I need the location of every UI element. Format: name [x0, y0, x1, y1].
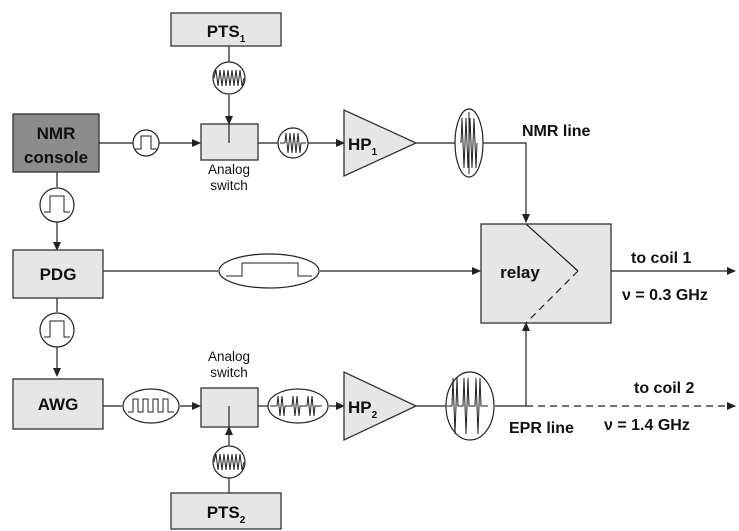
nmr-console-label-2: console	[24, 148, 88, 167]
svg-text:HP2: HP2	[348, 398, 378, 421]
rf-carrier-node-2	[212, 445, 246, 479]
analog-switch-2-label-1: Analog	[208, 349, 250, 364]
pdg-box: PDG	[12, 249, 104, 299]
to-coil-1-label: to coil 1	[631, 250, 692, 267]
analog-switch-1-label-2: switch	[210, 178, 248, 193]
rf-carrier-node-1	[212, 61, 246, 95]
nmr-line-label: NMR line	[522, 123, 591, 140]
frequency-2-label: ν = 1.4 GHz	[604, 417, 690, 434]
relay-box: relay	[480, 223, 612, 324]
long-pulse-node	[218, 253, 320, 289]
pulse-node-pdg-awg	[39, 312, 75, 348]
svg-text:HP1: HP1	[348, 135, 378, 158]
analog-switch-1: Analog switch	[200, 123, 259, 193]
pts2-box: PTS2	[170, 492, 282, 530]
awg-label: AWG	[38, 395, 79, 414]
frequency-1-label: ν = 0.3 GHz	[622, 287, 708, 304]
hp2-amplifier: HP2	[343, 370, 418, 442]
pulse-node-nmr	[132, 129, 160, 157]
gated-burst-node-2	[267, 388, 329, 424]
analog-switch-2-label-2: switch	[210, 365, 248, 380]
pdg-label: PDG	[40, 265, 77, 284]
hp1-amplifier: HP1	[343, 108, 418, 178]
analog-switch-2: Analog switch	[200, 349, 259, 428]
pts1-box: PTS1	[170, 12, 282, 47]
signal-wires	[53, 46, 736, 493]
svg-text:PTS1: PTS1	[207, 22, 246, 45]
analog-switch-1-label-1: Analog	[208, 162, 250, 177]
relay-label: relay	[500, 263, 540, 282]
pulse-train-node	[122, 388, 180, 424]
epr-line-label: EPR line	[509, 420, 574, 437]
gated-burst-node-1	[277, 127, 309, 159]
nmr-console-box: NMR console	[12, 113, 100, 173]
awg-box: AWG	[12, 378, 104, 430]
to-coil-2-label: to coil 2	[634, 380, 695, 397]
svg-text:PTS2: PTS2	[207, 503, 246, 526]
amplified-burst-node-nmr	[454, 108, 484, 178]
pulse-node-console-pdg	[39, 187, 75, 223]
nmr-console-label-1: NMR	[37, 124, 76, 143]
amplified-burst-node-epr	[445, 371, 495, 441]
